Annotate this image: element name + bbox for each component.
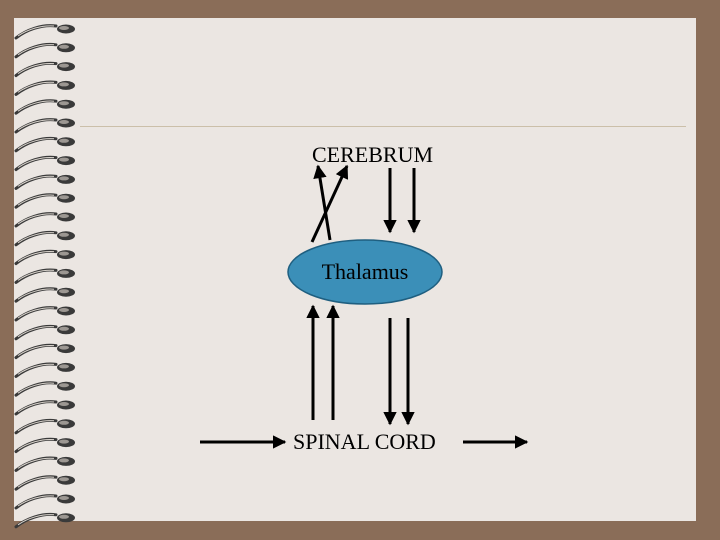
binding-ring [14,24,75,40]
binding-ring [14,418,75,435]
binding-ring [14,381,75,397]
binding-ring [14,324,75,341]
binding-ring [14,99,75,115]
binding-ring [14,306,75,322]
binding-ring [14,80,75,96]
crossed-ascending-arrow-right [310,164,349,243]
binding-ring [14,512,75,529]
binding-ring [14,61,75,78]
binding-ring [14,456,75,472]
cerebrum-label: CEREBRUM [312,142,434,167]
crossed-ascending-arrow-left [313,164,332,241]
binding-ring [14,475,75,491]
binding-ring [14,249,75,266]
binding-ring [14,362,75,378]
binding-ring [14,212,75,228]
thalamus-node [287,239,443,305]
binding-ring [14,193,75,209]
binding-ring [14,494,75,510]
binding-ring [14,268,75,284]
binding-ring [14,343,75,360]
spiral-binding-icon [14,24,75,529]
spinal-cord-label: SPINAL CORD [293,429,436,454]
binding-ring [14,287,75,303]
binding-ring [14,118,75,134]
binding-ring [14,230,75,247]
binding-ring [14,174,75,190]
binding-ring [14,437,75,454]
binding-ring [14,400,75,416]
header-divider [80,126,686,127]
binding-ring [14,136,75,153]
binding-ring [14,155,75,172]
thalamus-label: Thalamus [321,259,409,284]
binding-ring [14,42,75,59]
